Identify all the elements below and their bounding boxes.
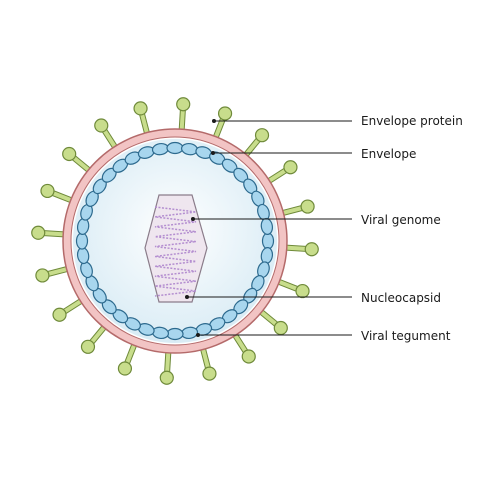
spike-head	[40, 183, 55, 199]
label-viral-genome: Viral genome	[361, 213, 441, 227]
capsomere	[166, 327, 184, 341]
capsomere	[75, 232, 89, 250]
spike-head	[295, 283, 310, 299]
spike-head	[31, 225, 46, 240]
dot-envelope	[211, 151, 215, 155]
spike-head	[217, 106, 233, 121]
capsomere	[261, 232, 275, 250]
dot-envelope-protein	[212, 119, 216, 123]
label-viral-tegument: Viral tegument	[361, 329, 451, 343]
nucleocapsid-ring	[75, 141, 275, 341]
spike-head	[35, 268, 50, 283]
spike-head	[133, 101, 148, 116]
spike-head	[159, 370, 174, 385]
viral-genome-strand	[154, 206, 197, 297]
dot-viral-genome	[191, 217, 195, 221]
leader-lines	[187, 120, 352, 336]
dot-nucleocapsid	[185, 295, 189, 299]
label-nucleocapsid: Nucleocapsid	[361, 291, 441, 305]
spike-head	[117, 361, 133, 376]
capsomere	[166, 141, 184, 155]
spike-head	[94, 118, 109, 133]
spike-head	[202, 366, 217, 381]
spike-head	[62, 146, 77, 162]
spike-head	[241, 349, 256, 364]
spike-head	[300, 199, 315, 214]
genome-coil	[154, 206, 197, 297]
label-envelope: Envelope	[361, 147, 416, 161]
spike-head	[52, 307, 67, 322]
dot-viral-tegument	[196, 333, 200, 337]
spike-head	[273, 320, 288, 336]
spike-head	[283, 160, 298, 175]
spike-head	[254, 128, 270, 143]
spike-head	[80, 339, 96, 354]
spike-head	[176, 97, 191, 112]
label-envelope-protein: Envelope protein	[361, 114, 463, 128]
spike-head	[304, 242, 319, 257]
leader-dots	[185, 119, 216, 337]
